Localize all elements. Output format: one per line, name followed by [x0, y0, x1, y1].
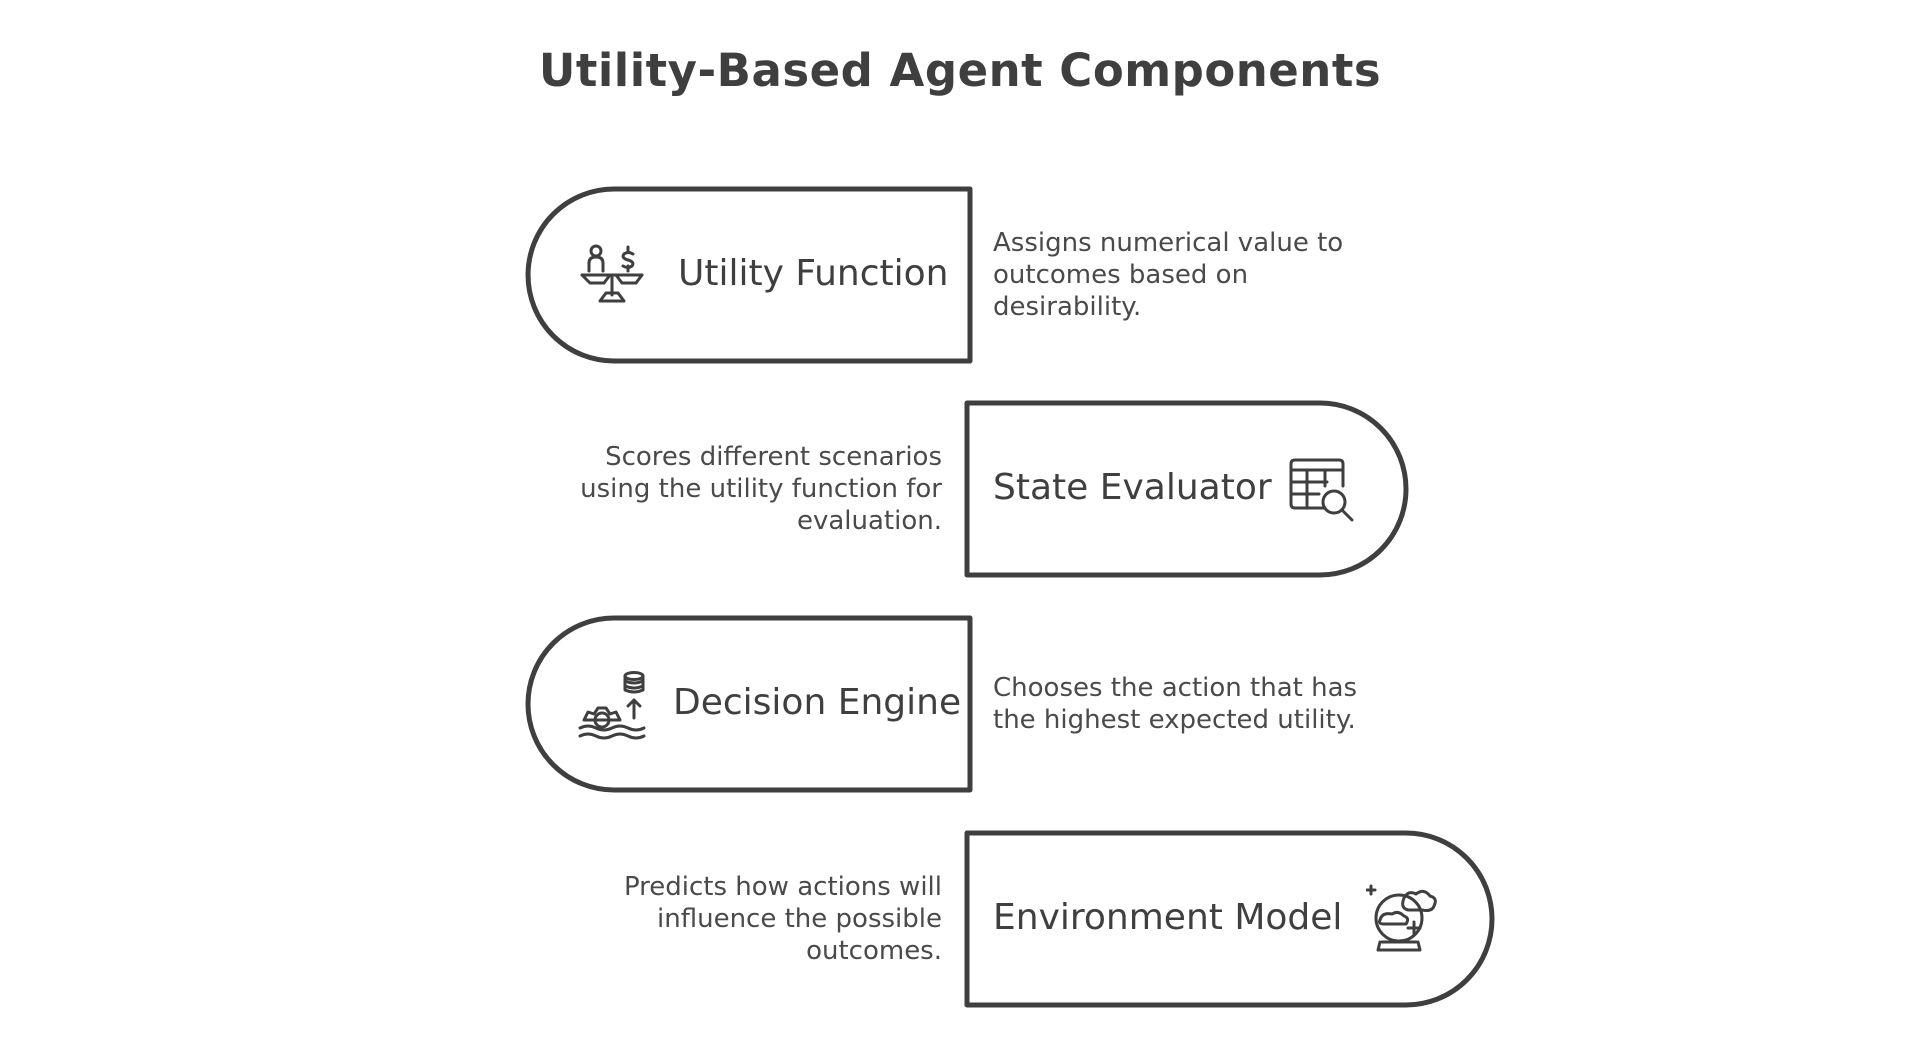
diagram-title: Utility-Based Agent Components: [538, 44, 1382, 97]
pill-utility-function: [525, 186, 973, 364]
component-description-state-evaluator: Scores different scenarios using the uti…: [580, 442, 942, 536]
pill-decision-engine: [525, 615, 973, 793]
component-description-environment-model: Predicts how actions will influence the …: [623, 872, 942, 966]
component-label-utility-function: Utility Function: [678, 253, 949, 294]
pill-state-evaluator: [964, 400, 1409, 578]
component-description-decision-engine: Chooses the action that has the highest …: [993, 673, 1358, 735]
crystal-ball-icon: [1366, 884, 1437, 952]
component-label-decision-engine: Decision Engine: [673, 682, 962, 723]
gear-growth-icon: [578, 671, 646, 740]
component-label-state-evaluator: State Evaluator: [993, 467, 1272, 508]
component-label-environment-model: Environment Model: [993, 897, 1343, 938]
table-search-icon: [1289, 458, 1354, 522]
pill-environment-model: [964, 830, 1495, 1008]
scale-balance-icon: [580, 244, 644, 303]
component-description-utility-function: Assigns numerical value to outcomes base…: [993, 228, 1344, 322]
